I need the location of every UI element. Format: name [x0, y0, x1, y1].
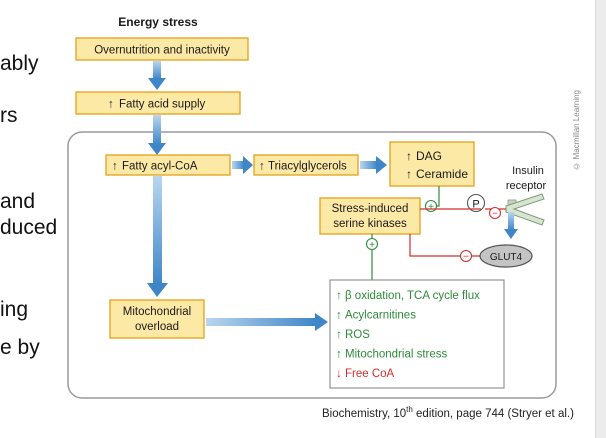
fatty-acyl-coa-label: Fatty acyl-CoA — [122, 161, 198, 173]
mito-overload-box — [109, 299, 205, 339]
plus-sign-dag: + — [428, 202, 434, 213]
arrow-acylcoa-to-mito — [153, 176, 162, 284]
source-credit: Biochemistry, 10th edition, page 744 (St… — [322, 405, 574, 420]
overnutrition-label: Overnutrition and inactivity — [94, 45, 230, 57]
credit-suffix: edition, page 744 (Stryer et al.) — [412, 407, 574, 420]
left-text-4: duced — [0, 216, 58, 239]
left-text-2: rs — [0, 104, 18, 127]
left-text-3: and — [0, 190, 36, 213]
arrow-overnutrition-to-supply — [153, 61, 161, 79]
arrow-tag-to-dag — [360, 161, 377, 169]
fatty-acid-supply-box — [75, 91, 241, 115]
activation-line-dag-to-kinases — [437, 186, 440, 207]
serine-kinases-label-line1: Stress-induced — [332, 203, 409, 215]
plus-circle-outcomes — [365, 237, 379, 251]
credit-prefix: Biochemistry, 10 — [322, 407, 407, 420]
outcome-item-3: Mitochondrial stress — [345, 349, 448, 361]
overnutrition-box — [75, 37, 249, 61]
dag-up-arrow: ↑ — [406, 149, 412, 163]
serine-kinases-box — [319, 197, 421, 235]
outcome-arrow-0: ↑ — [336, 288, 342, 302]
plus-sign-outcomes: + — [369, 240, 375, 251]
arrow-receptor-to-glut4 — [508, 212, 514, 230]
dag-ceramide-box — [389, 141, 475, 187]
outcome-item-1: Acylcarnitines — [345, 310, 416, 322]
fatty-acid-supply-up-arrow: ↑ — [108, 97, 114, 111]
mito-overload-label-line2: overload — [135, 321, 179, 333]
outcome-arrow-4: ↓ — [336, 366, 342, 380]
minus-circle-glut4 — [459, 249, 473, 263]
ceramide-label: Ceramide — [416, 167, 468, 181]
insulin-receptor-label-line2: receptor — [506, 180, 547, 192]
inhibition-line-kinases-to-glut4 — [409, 234, 480, 257]
outcome-arrow-1: ↑ — [336, 308, 342, 322]
phospho-label: P — [472, 199, 479, 211]
credit-sup: th — [406, 405, 413, 414]
fatty-acyl-coa-up-arrow: ↑ — [112, 159, 118, 173]
outcomes-box — [329, 279, 505, 389]
arrow-acylcoa-to-tag — [232, 161, 244, 169]
left-text-5: ing — [0, 298, 29, 321]
phospho-circle — [466, 193, 486, 213]
outcomes-list: ↑β oxidation, TCA cycle flux↑Acylcarniti… — [336, 288, 480, 380]
insulin-receptor-label-line1: Insulin — [512, 165, 544, 177]
minus-circle-receptor — [488, 206, 502, 220]
left-text-6: e by — [0, 336, 40, 359]
minus-sign-receptor: − — [492, 209, 498, 220]
triacylglycerols-up-arrow: ↑ — [259, 159, 265, 173]
ceramide-up-arrow: ↑ — [406, 167, 412, 181]
mito-overload-label-line1: Mitochondrial — [123, 306, 191, 318]
outcome-item-0: β oxidation, TCA cycle flux — [345, 290, 480, 302]
triacylglycerols-label: Triacylglycerols — [268, 161, 347, 173]
fatty-acid-supply-label: Fatty acid supply — [119, 99, 206, 111]
outcome-item-2: ROS — [345, 329, 370, 341]
glut4-label: GLUT4 — [490, 252, 523, 263]
arrow-supply-to-acylcoa — [153, 115, 161, 144]
slide-scrollbar — [595, 0, 606, 438]
fatty-acyl-coa-box — [105, 154, 231, 176]
triacylglycerols-box — [253, 154, 359, 176]
minus-sign-glut4: − — [463, 252, 469, 263]
outcome-arrow-3: ↑ — [336, 347, 342, 361]
left-text-1: ably — [0, 52, 39, 75]
outcome-item-4: Free CoA — [345, 368, 395, 380]
energy-stress-label: Energy stress — [118, 15, 198, 29]
arrow-mito-to-outcomes — [206, 318, 316, 326]
outcome-arrow-2: ↑ — [336, 327, 342, 341]
dag-label: DAG — [416, 149, 442, 163]
serine-kinases-label-line2: serine kinases — [333, 218, 407, 230]
glut4-node — [479, 244, 533, 268]
